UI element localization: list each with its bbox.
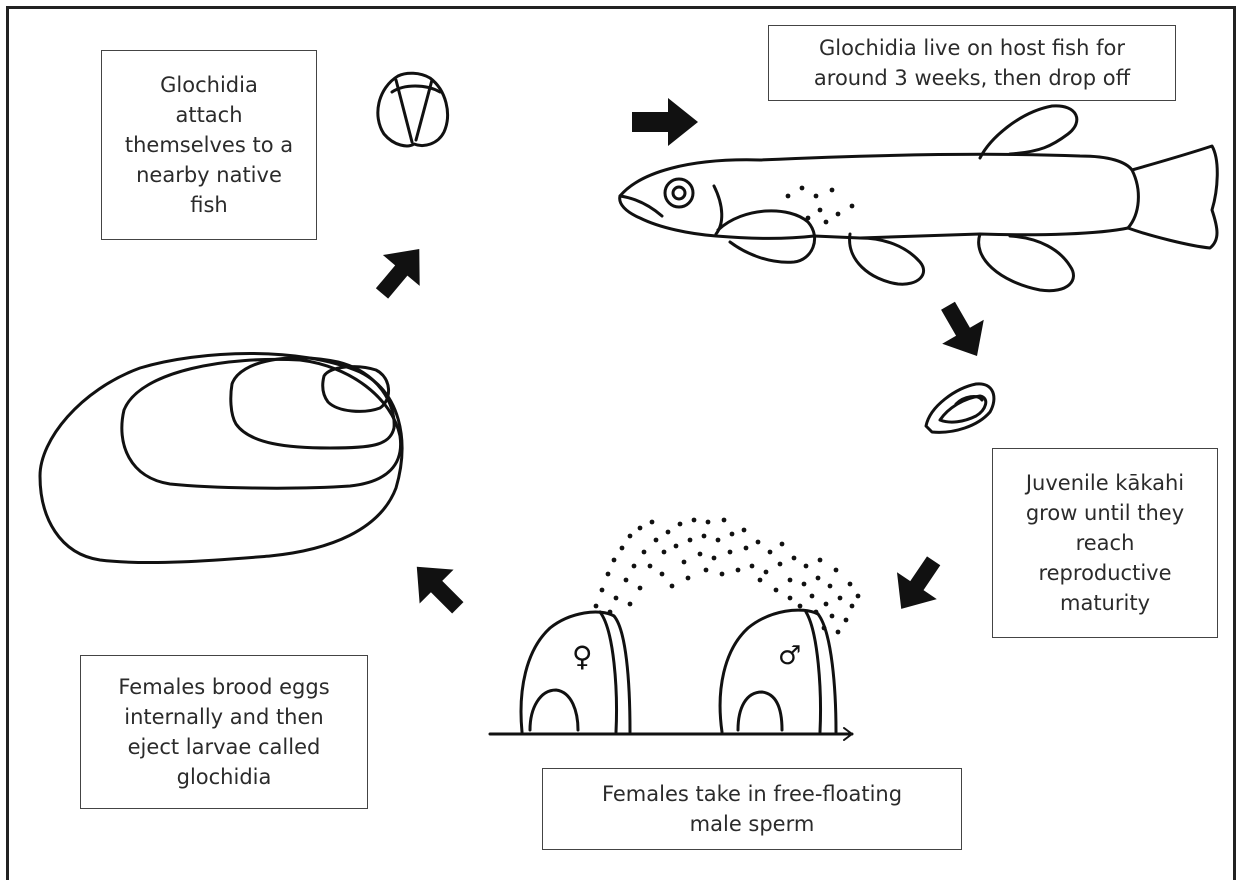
cycle-arrow-icon bbox=[881, 547, 953, 622]
label-host-line: Glochidia live on host fish for bbox=[769, 33, 1175, 63]
label-juvenile-line: maturity bbox=[993, 588, 1217, 618]
adult-mussel-icon bbox=[40, 354, 402, 563]
label-sperm-line: Females take in free-floating bbox=[543, 779, 961, 809]
label-juvenile-line: reach bbox=[993, 528, 1217, 558]
label-juvenile-line: reproductive bbox=[993, 558, 1217, 588]
female-symbol: ♀ bbox=[572, 640, 593, 673]
label-attach-line: nearby native bbox=[102, 160, 316, 190]
label-brood-line: glochidia bbox=[81, 762, 367, 792]
cycle-arrow-icon bbox=[632, 98, 698, 146]
label-brood: Females brood eggs internally and then e… bbox=[80, 655, 368, 809]
juvenile-mussel-icon bbox=[926, 384, 994, 432]
label-sperm: Females take in free-floating male sperm bbox=[542, 768, 962, 850]
label-host-line: around 3 weeks, then drop off bbox=[769, 63, 1175, 93]
cycle-arrow-icon bbox=[927, 294, 998, 368]
label-host-fish: Glochidia live on host fish for around 3… bbox=[768, 25, 1176, 101]
label-brood-line: internally and then bbox=[81, 702, 367, 732]
label-attach-line: fish bbox=[102, 190, 316, 220]
spawning-mussels-icon bbox=[490, 610, 852, 740]
fish-glochidia-dots bbox=[786, 186, 855, 225]
label-brood-line: Females brood eggs bbox=[81, 672, 367, 702]
label-attach-line: attach bbox=[102, 100, 316, 130]
label-sperm-line: male sperm bbox=[543, 809, 961, 839]
glochidium-icon bbox=[378, 73, 448, 146]
male-symbol: ♂ bbox=[778, 641, 801, 671]
cycle-arrow-icon bbox=[364, 234, 438, 309]
label-attach-line: themselves to a bbox=[102, 130, 316, 160]
label-juvenile-line: Juvenile kākahi bbox=[993, 468, 1217, 498]
label-juvenile-line: grow until they bbox=[993, 498, 1217, 528]
label-attach: Glochidia attach themselves to a nearby … bbox=[101, 50, 317, 240]
fish-icon bbox=[620, 106, 1218, 291]
label-attach-line: Glochidia bbox=[102, 70, 316, 100]
label-juvenile: Juvenile kākahi grow until they reach re… bbox=[992, 448, 1218, 638]
label-brood-line: eject larvae called bbox=[81, 732, 367, 762]
cycle-arrow-icon bbox=[400, 550, 475, 625]
